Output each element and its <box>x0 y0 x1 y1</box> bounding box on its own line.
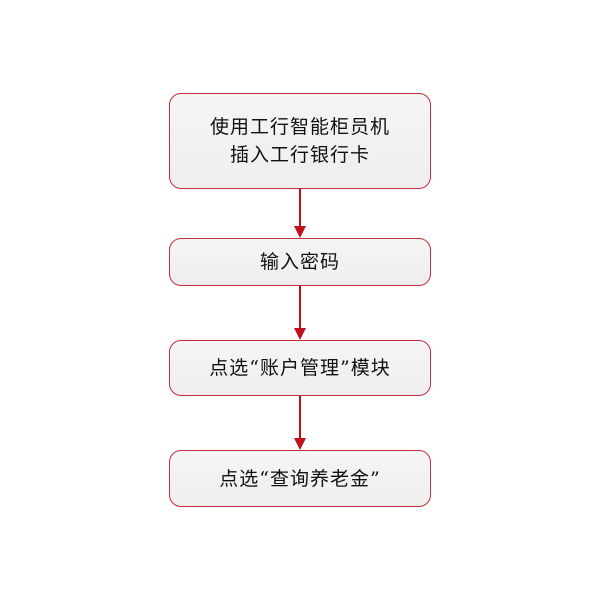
step-4-text: 点选“查询养老金” <box>219 465 380 493</box>
arrow-1-head <box>294 226 306 238</box>
step-2-line-1: 输入密码 <box>259 251 340 273</box>
arrow-2-to-3 <box>294 286 306 340</box>
arrow-3-head <box>294 438 306 450</box>
step-4-line-1: 点选“查询养老金” <box>219 467 381 490</box>
step-3-line-1: 点选“账户管理”模块 <box>209 357 391 379</box>
step-3-text: 点选“账户管理”模块 <box>209 354 390 382</box>
arrow-3-to-4 <box>294 396 306 450</box>
step-1-box: 使用工行智能柜员机 插入工行银行卡 <box>169 93 431 189</box>
arrow-1-to-2 <box>294 189 306 238</box>
step-3-box: 点选“账户管理”模块 <box>169 340 431 396</box>
step-1-line-1: 使用工行智能柜员机 <box>209 116 390 138</box>
step-4-box: 点选“查询养老金” <box>169 450 431 507</box>
arrow-2-head <box>294 328 306 340</box>
step-2-text: 输入密码 <box>260 248 340 276</box>
step-2-box: 输入密码 <box>169 238 431 286</box>
step-1-text: 使用工行智能柜员机 插入工行银行卡 <box>210 113 390 169</box>
step-1-line-2: 插入工行银行卡 <box>229 144 370 166</box>
